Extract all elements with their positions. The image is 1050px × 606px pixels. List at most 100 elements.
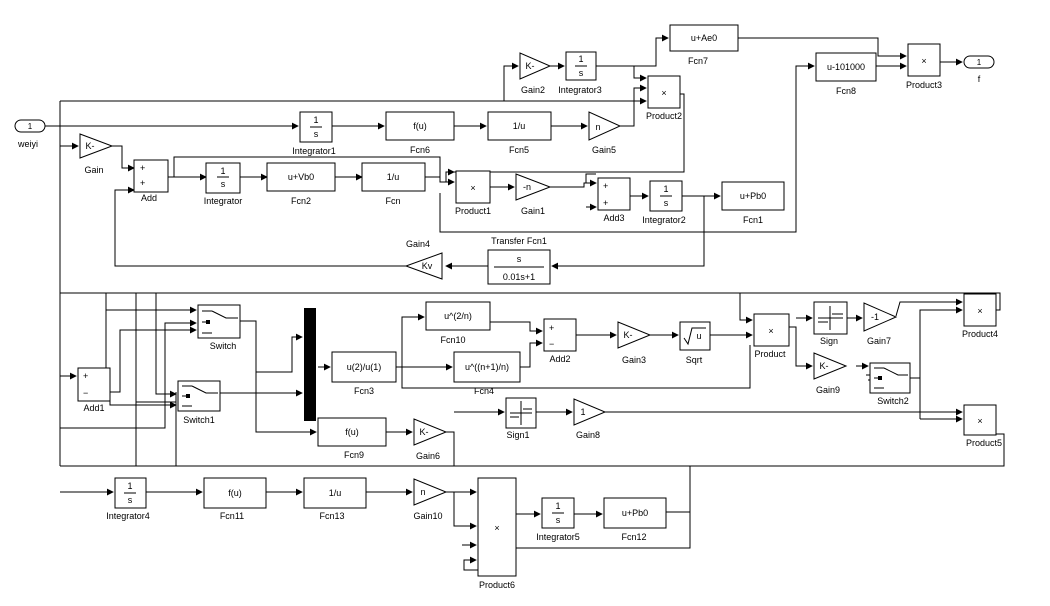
svg-text:Gain7: Gain7 <box>867 336 891 346</box>
svg-text:-n: -n <box>523 182 531 192</box>
svg-text:Fcn7: Fcn7 <box>688 56 708 66</box>
block-gain2[interactable]: K- Gain2 <box>519 52 552 95</box>
block-gain5[interactable]: n Gain5 <box>588 111 622 155</box>
block-product3[interactable]: × Product3 <box>906 43 942 90</box>
svg-text:×: × <box>470 183 475 193</box>
svg-text:Sqrt: Sqrt <box>686 355 703 365</box>
block-product1[interactable]: × Product1 <box>455 170 491 216</box>
svg-text:+: + <box>549 323 554 333</box>
svg-text:s: s <box>128 495 133 505</box>
block-gain9[interactable]: K- Gain9 <box>813 352 848 395</box>
block-integrator3[interactable]: 1 s Integrator3 <box>558 51 602 95</box>
block-gain[interactable]: K- Gain <box>79 133 114 175</box>
block-integrator2[interactable]: 1 s Integrator2 <box>642 180 686 225</box>
block-product4[interactable]: × Product4 <box>962 293 998 339</box>
svg-text:Fcn8: Fcn8 <box>836 86 856 96</box>
block-add2[interactable]: + − Add2 <box>543 318 577 364</box>
block-switch1[interactable]: Switch1 <box>177 380 221 425</box>
block-fcn11[interactable]: f(u) Fcn11 <box>203 477 267 521</box>
inport-weiyi[interactable]: 1 weiyi <box>14 119 46 149</box>
block-product6[interactable]: × Product6 <box>477 477 517 590</box>
block-fcn6[interactable]: f(u) Fcn6 <box>385 111 455 155</box>
svg-text:Integrator4: Integrator4 <box>106 511 150 521</box>
svg-text:Fcn5: Fcn5 <box>509 145 529 155</box>
inport-number: 1 <box>28 122 33 131</box>
svg-text:Add: Add <box>141 193 157 203</box>
svg-text:s: s <box>314 129 319 139</box>
block-switch[interactable]: Switch <box>197 304 241 351</box>
svg-text:1/u: 1/u <box>329 488 342 498</box>
svg-text:u-101000: u-101000 <box>827 62 865 72</box>
block-gain7[interactable]: -1 Gain7 <box>863 302 898 346</box>
svg-text:Gain5: Gain5 <box>592 145 616 155</box>
svg-text:Switch: Switch <box>210 341 237 351</box>
svg-text:Product4: Product4 <box>962 329 998 339</box>
svg-text:-1: -1 <box>871 312 879 322</box>
svg-text:Integrator2: Integrator2 <box>642 215 686 225</box>
block-integrator[interactable]: 1 s Integrator <box>204 162 243 206</box>
block-switch2[interactable]: Switch2 <box>869 362 911 406</box>
block-fcn13[interactable]: 1/u Fcn13 <box>303 477 367 521</box>
svg-text:Fcn13: Fcn13 <box>319 511 344 521</box>
block-fcn[interactable]: 1/u Fcn <box>361 162 426 206</box>
block-gain1[interactable]: -n Gain1 <box>515 173 552 216</box>
block-sign1[interactable]: Sign1 <box>505 397 537 440</box>
svg-text:1: 1 <box>663 184 668 194</box>
svg-text:Integrator1: Integrator1 <box>292 146 336 156</box>
svg-text:u+Pb0: u+Pb0 <box>740 191 766 201</box>
svg-text:Switch2: Switch2 <box>877 396 909 406</box>
svg-text:×: × <box>921 56 926 66</box>
svg-text:+: + <box>603 198 608 208</box>
block-product2[interactable]: × Product2 <box>646 75 682 121</box>
block-fcn1[interactable]: u+Pb0 Fcn1 <box>721 181 785 225</box>
block-transfer-fcn1[interactable]: s 0.01s+1 Transfer Fcn1 <box>487 236 551 285</box>
block-fcn12[interactable]: u+Pb0 Fcn12 <box>603 497 667 542</box>
svg-text:s: s <box>664 198 669 208</box>
svg-text:×: × <box>661 88 666 98</box>
block-fcn4[interactable]: u^((n+1)/n) Fcn4 <box>453 351 521 396</box>
svg-text:Gain1: Gain1 <box>521 206 545 216</box>
block-integrator4[interactable]: 1 s Integrator4 <box>106 477 150 521</box>
block-fcn10[interactable]: u^(2/n) Fcn10 <box>425 301 491 345</box>
svg-text:Fcn10: Fcn10 <box>440 335 465 345</box>
block-fcn2[interactable]: u+Vb0 Fcn2 <box>266 162 336 206</box>
block-mux[interactable] <box>304 308 316 421</box>
outport-number: 1 <box>977 58 982 67</box>
svg-text:Product1: Product1 <box>455 206 491 216</box>
block-product[interactable]: × Product <box>753 313 790 359</box>
block-fcn3[interactable]: u(2)/u(1) Fcn3 <box>331 351 397 396</box>
svg-text:Gain8: Gain8 <box>576 430 600 440</box>
block-gain10[interactable]: n Gain10 <box>413 478 448 521</box>
block-sign[interactable]: Sign <box>813 301 848 346</box>
block-fcn9[interactable]: f(u) Fcn9 <box>317 417 387 460</box>
block-fcn5[interactable]: 1/u Fcn5 <box>487 111 552 155</box>
svg-text:Fcn2: Fcn2 <box>291 196 311 206</box>
svg-text:f(u): f(u) <box>345 427 359 437</box>
svg-text:1/u: 1/u <box>513 121 526 131</box>
block-sqrt[interactable]: u Sqrt <box>679 321 711 365</box>
block-integrator5[interactable]: 1 s Integrator5 <box>536 497 580 542</box>
block-gain8[interactable]: 1 Gain8 <box>573 398 607 440</box>
svg-text:K-: K- <box>420 427 429 437</box>
block-integrator1[interactable]: 1 s Integrator1 <box>292 111 336 156</box>
svg-text:u+Vb0: u+Vb0 <box>288 172 314 182</box>
svg-text:Switch1: Switch1 <box>183 415 215 425</box>
svg-text:Add3: Add3 <box>603 213 624 223</box>
block-add1[interactable]: + − Add1 <box>77 367 111 413</box>
svg-text:1/u: 1/u <box>387 172 400 182</box>
svg-text:s: s <box>517 254 522 264</box>
block-add[interactable]: + + Add <box>133 159 169 203</box>
block-fcn7[interactable]: u+Ae0 Fcn7 <box>669 24 739 66</box>
outport-label: f <box>978 74 981 84</box>
svg-text:Integrator5: Integrator5 <box>536 532 580 542</box>
svg-text:0.01s+1: 0.01s+1 <box>503 272 535 282</box>
block-gain3[interactable]: K- Gain3 <box>617 321 652 365</box>
block-product5[interactable]: × Product5 <box>963 404 1002 448</box>
svg-text:Fcn: Fcn <box>385 196 400 206</box>
block-add3[interactable]: + + Add3 <box>597 177 631 223</box>
block-fcn8[interactable]: u-101000 Fcn8 <box>815 52 877 96</box>
block-gain4[interactable]: Kv Gain4 <box>404 239 443 280</box>
outport-f[interactable]: 1 f <box>963 55 995 84</box>
block-gain6[interactable]: K- Gain6 <box>413 418 448 461</box>
